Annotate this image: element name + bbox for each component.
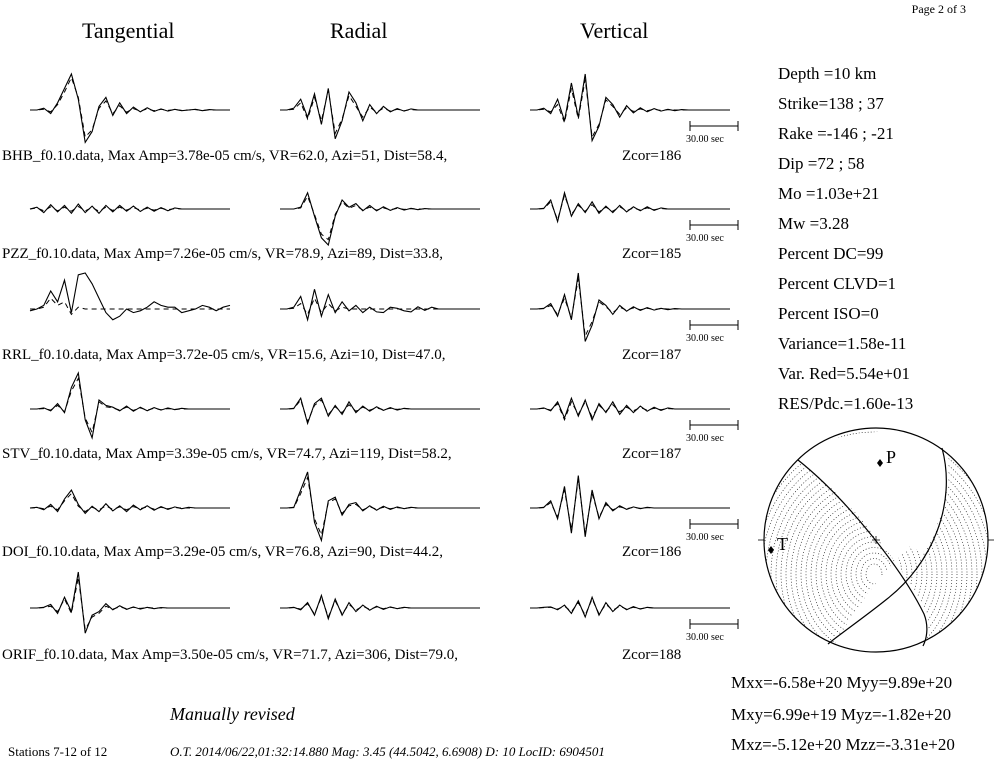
moment-row-1: Mxx=-6.58e+20 Myy=9.89e+20 [731,673,953,692]
scale-bar-label-r1: 30.00 sec [686,233,724,244]
title-vertical: Vertical [580,18,649,43]
footer-stations-range: Stations 7-12 of 12 [8,744,108,759]
moment-row-3: Mxz=-5.12e+20 Mzz=-3.31e+20 [731,735,955,754]
param-mo: Mo =1.03e+21 [778,184,880,203]
title-tangential: Tangential [82,18,175,43]
observed-trace-r3-vertical [530,396,730,422]
zcor-bhb: Zcor=186 [622,148,682,164]
observed-trace-r3-radial [280,396,480,426]
moment-row-2: Mxy=6.99e+19 Myz=-1.82e+20 [731,705,952,724]
observed-trace-r0-vertical [530,73,730,143]
synthetic-trace-r3-vertical [530,400,730,422]
synthetic-trace-r0-tangential [30,76,230,139]
station-line-stv: STV_f0.10.data, Max Amp=3.39e-05 cm/s, V… [2,446,452,462]
param-mw: Mw =3.28 [778,214,849,233]
observed-trace-r4-tangential [29,488,230,515]
param-dip: Dip =72 ; 58 [778,154,865,173]
param-percent-iso: Percent ISO=0 [778,304,879,323]
zcor-pzz: Zcor=185 [622,246,682,262]
station-line-doi: DOI_f0.10.data, Max Amp=3.29e-05 cm/s, V… [2,544,444,560]
p-axis-label: P [886,447,896,467]
param-strike: Strike=138 ; 37 [778,94,884,113]
observed-trace-r5-tangential [30,571,230,634]
page-label: Page 2 of 3 [911,2,966,16]
synthetic-trace-r3-radial [280,398,480,424]
hatch-ring [775,464,973,652]
zcor-rrl: Zcor=187 [622,347,682,363]
station-line-bhb: BHB_f0.10.data, Max Amp=3.78e-05 cm/s, V… [2,148,448,164]
scale-bar-label-r5: 30.00 sec [686,632,724,643]
synthetic-trace-r0-radial [280,90,480,136]
synthetic-trace-r5-tangential [30,577,230,632]
t-axis-label: T [777,534,788,554]
param-percent-clvd: Percent CLVD=1 [778,274,897,293]
hatch-ring [865,563,883,585]
hatch-ring [764,431,988,652]
scale-bar-label-r2: 30.00 sec [686,333,724,344]
hatch-ring [785,475,963,652]
hatch-ring [790,481,958,652]
hatch-ring [830,525,918,623]
station-line-orif: ORIF_f0.10.data, Max Amp=3.50e-05 cm/s, … [2,647,459,663]
nodal-plane-2 [827,447,947,645]
observed-trace-r2-tangential [29,272,231,321]
station-line-pzz: PZZ_f0.10.data, Max Amp=7.26e-05 cm/s, V… [2,246,444,262]
zcor-stv: Zcor=187 [622,446,682,462]
param-variance: Variance=1.58e-11 [778,334,907,353]
synthetic-trace-r2-tangential [30,297,230,316]
manual-revision-note: Manually revised [170,704,295,724]
waveform-plot-area: 30.00 sec 30.00 sec 30.00 sec 30.00 sec 30.0… [29,72,739,643]
param-depth: Depth =10 km [778,64,877,83]
observed-trace-r0-radial [280,88,480,139]
scale-bar-label-r0: 30.00 sec [686,134,724,145]
param-var-red: Var. Red=5.54e+01 [778,364,911,383]
station-line-rrl: RRL_f0.10.data, Max Amp=3.72e-05 cm/s, V… [2,347,446,363]
synthetic-trace-r5-vertical [530,597,730,617]
t-axis-marker [768,546,774,554]
zcor-orif: Zcor=188 [622,647,682,663]
zcor-doi: Zcor=186 [622,544,682,560]
observed-trace-r4-radial [280,471,480,543]
hatch-ring [770,459,978,652]
observed-trace-r5-radial [280,593,480,621]
footer-origin-info: O.T. 2014/06/22,01:32:14.880 Mag: 3.45 (… [170,744,605,759]
scale-bar-label-r3: 30.00 sec [686,433,724,444]
param-rake: Rake =-146 ; -21 [778,124,894,143]
scale-bar-label-r4: 30.00 sec [686,532,724,543]
hatch-ring [840,536,908,612]
observed-trace-r5-vertical [530,595,730,619]
observed-trace-r3-tangential [30,371,230,440]
observed-trace-r4-vertical [530,475,730,537]
synthetic-trace-r1-vertical [530,193,730,222]
observed-trace-r1-vertical [530,190,730,224]
hatch-ring [795,486,953,652]
observed-trace-r2-radial [280,289,480,322]
hatch-ring [810,503,938,645]
title-radial: Radial [330,18,388,43]
observed-trace-r0-tangential [30,72,230,144]
observed-trace-r1-radial [280,191,480,247]
nodal-plane-1 [797,459,928,647]
observed-trace-r2-vertical [530,272,730,342]
param-percent-dc: Percent DC=99 [778,244,884,263]
p-axis-marker [877,459,883,467]
synthetic-trace-r3-tangential [30,376,230,434]
focal-mechanism-beachball: P T [758,427,994,653]
param-res-pdc: RES/Pdc.=1.60e-13 [778,394,914,413]
observed-trace-r1-tangential [29,203,230,215]
